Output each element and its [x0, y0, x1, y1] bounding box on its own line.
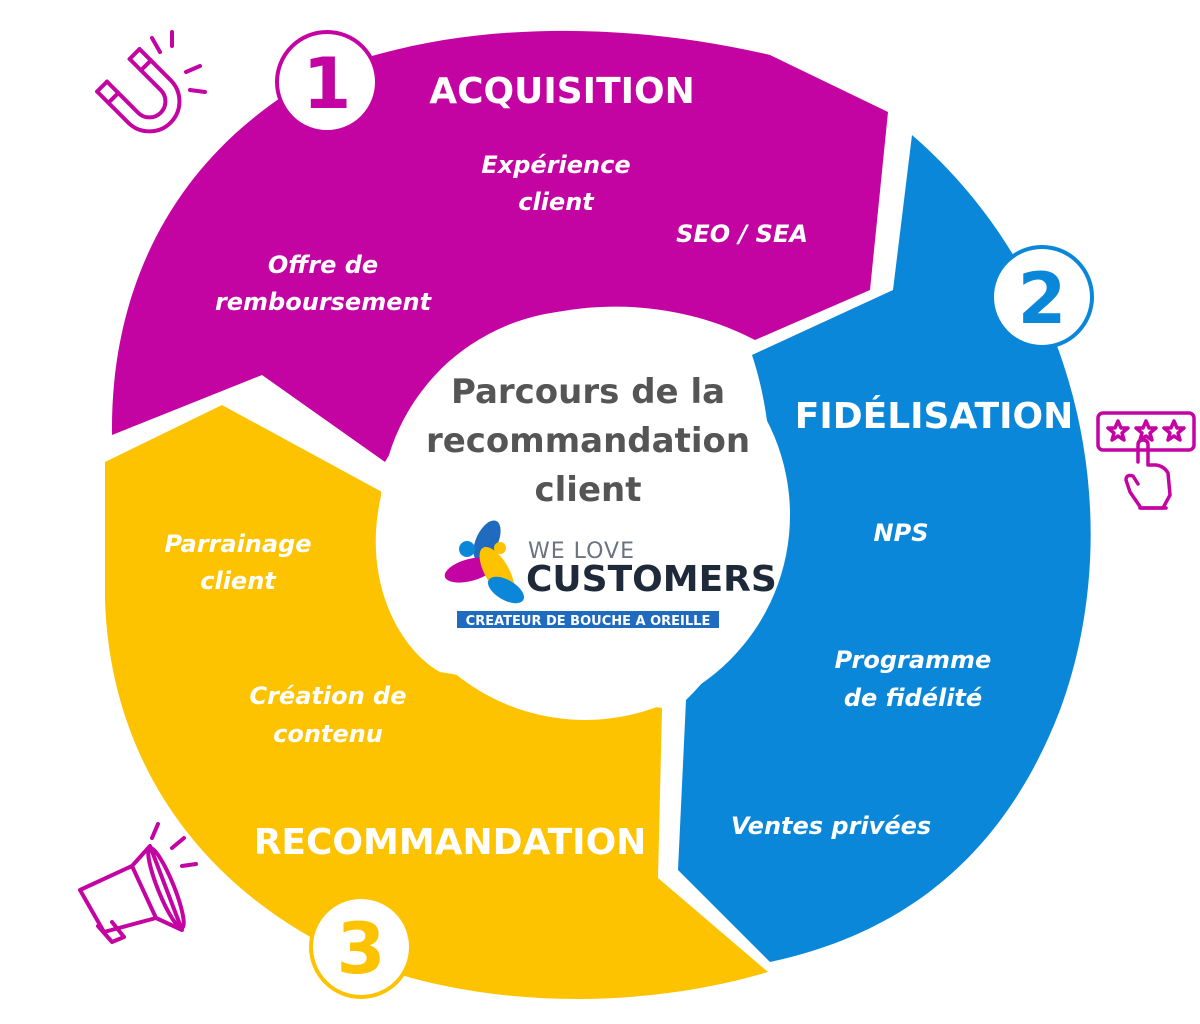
stage-3-badge: 3: [309, 895, 413, 999]
stage-2-number: 2: [1018, 258, 1067, 340]
stage-3-number: 3: [337, 908, 386, 990]
stage-2-title: FIDÉLISATION: [795, 395, 1073, 437]
stage-2-badge: 2: [990, 245, 1094, 349]
logo-top-text: WE LOVE: [528, 539, 635, 564]
we-love-customers-logo: WE LOVE CUSTOMERS CREATEUR DE BOUCHE A O…: [444, 520, 777, 629]
recommandation-segment: [105, 405, 768, 999]
magnet-icon: [95, 30, 207, 134]
stage-3-item-1-line-2: client: [200, 567, 277, 595]
stage-2-item-2-line-1: Programme: [835, 646, 992, 674]
fidelisation-segment: [678, 135, 1091, 962]
stage-1-item-1-line-2: client: [518, 188, 595, 216]
logo-tagline-text: CREATEUR DE BOUCHE A OREILLE: [466, 614, 711, 629]
logo-tagline-bar: [457, 611, 719, 628]
stage-3-item-1-line-1: Parrainage: [164, 530, 311, 558]
stage-2-item-2-line-2: de fidélité: [844, 684, 982, 712]
stage-1-badge: 1: [275, 30, 379, 134]
center-title-line-3: client: [535, 470, 642, 510]
stage-1-item-3-line-2: remboursement: [215, 288, 433, 316]
stage-3-title: RECOMMANDATION: [254, 822, 647, 863]
center-title-line-1: Parcours de la: [451, 372, 725, 412]
stage-3-item-2-line-2: contenu: [273, 720, 383, 748]
center-title-line-2: recommandation: [426, 421, 750, 461]
stage-1-item-3-line-1: Offre de: [268, 251, 378, 279]
megaphone-icon: [78, 822, 198, 944]
stage-1-item-1-line-1: Expérience: [481, 151, 630, 179]
stage-1-number: 1: [303, 43, 352, 125]
stage-1-title: ACQUISITION: [429, 71, 695, 112]
stage-3-item-2-line-1: Création de: [249, 682, 406, 710]
logo-main-text: CUSTOMERS: [526, 559, 777, 600]
stage-1-item-2-line-1: SEO / SEA: [676, 220, 808, 248]
stage-2-item-1-line-1: NPS: [874, 519, 929, 547]
star-rating-click-icon: [1096, 411, 1196, 510]
acquisition-segment: [111, 30, 889, 463]
logo-figure-icon: [444, 520, 525, 604]
stage-2-item-3-line-1: Ventes privées: [731, 812, 931, 840]
